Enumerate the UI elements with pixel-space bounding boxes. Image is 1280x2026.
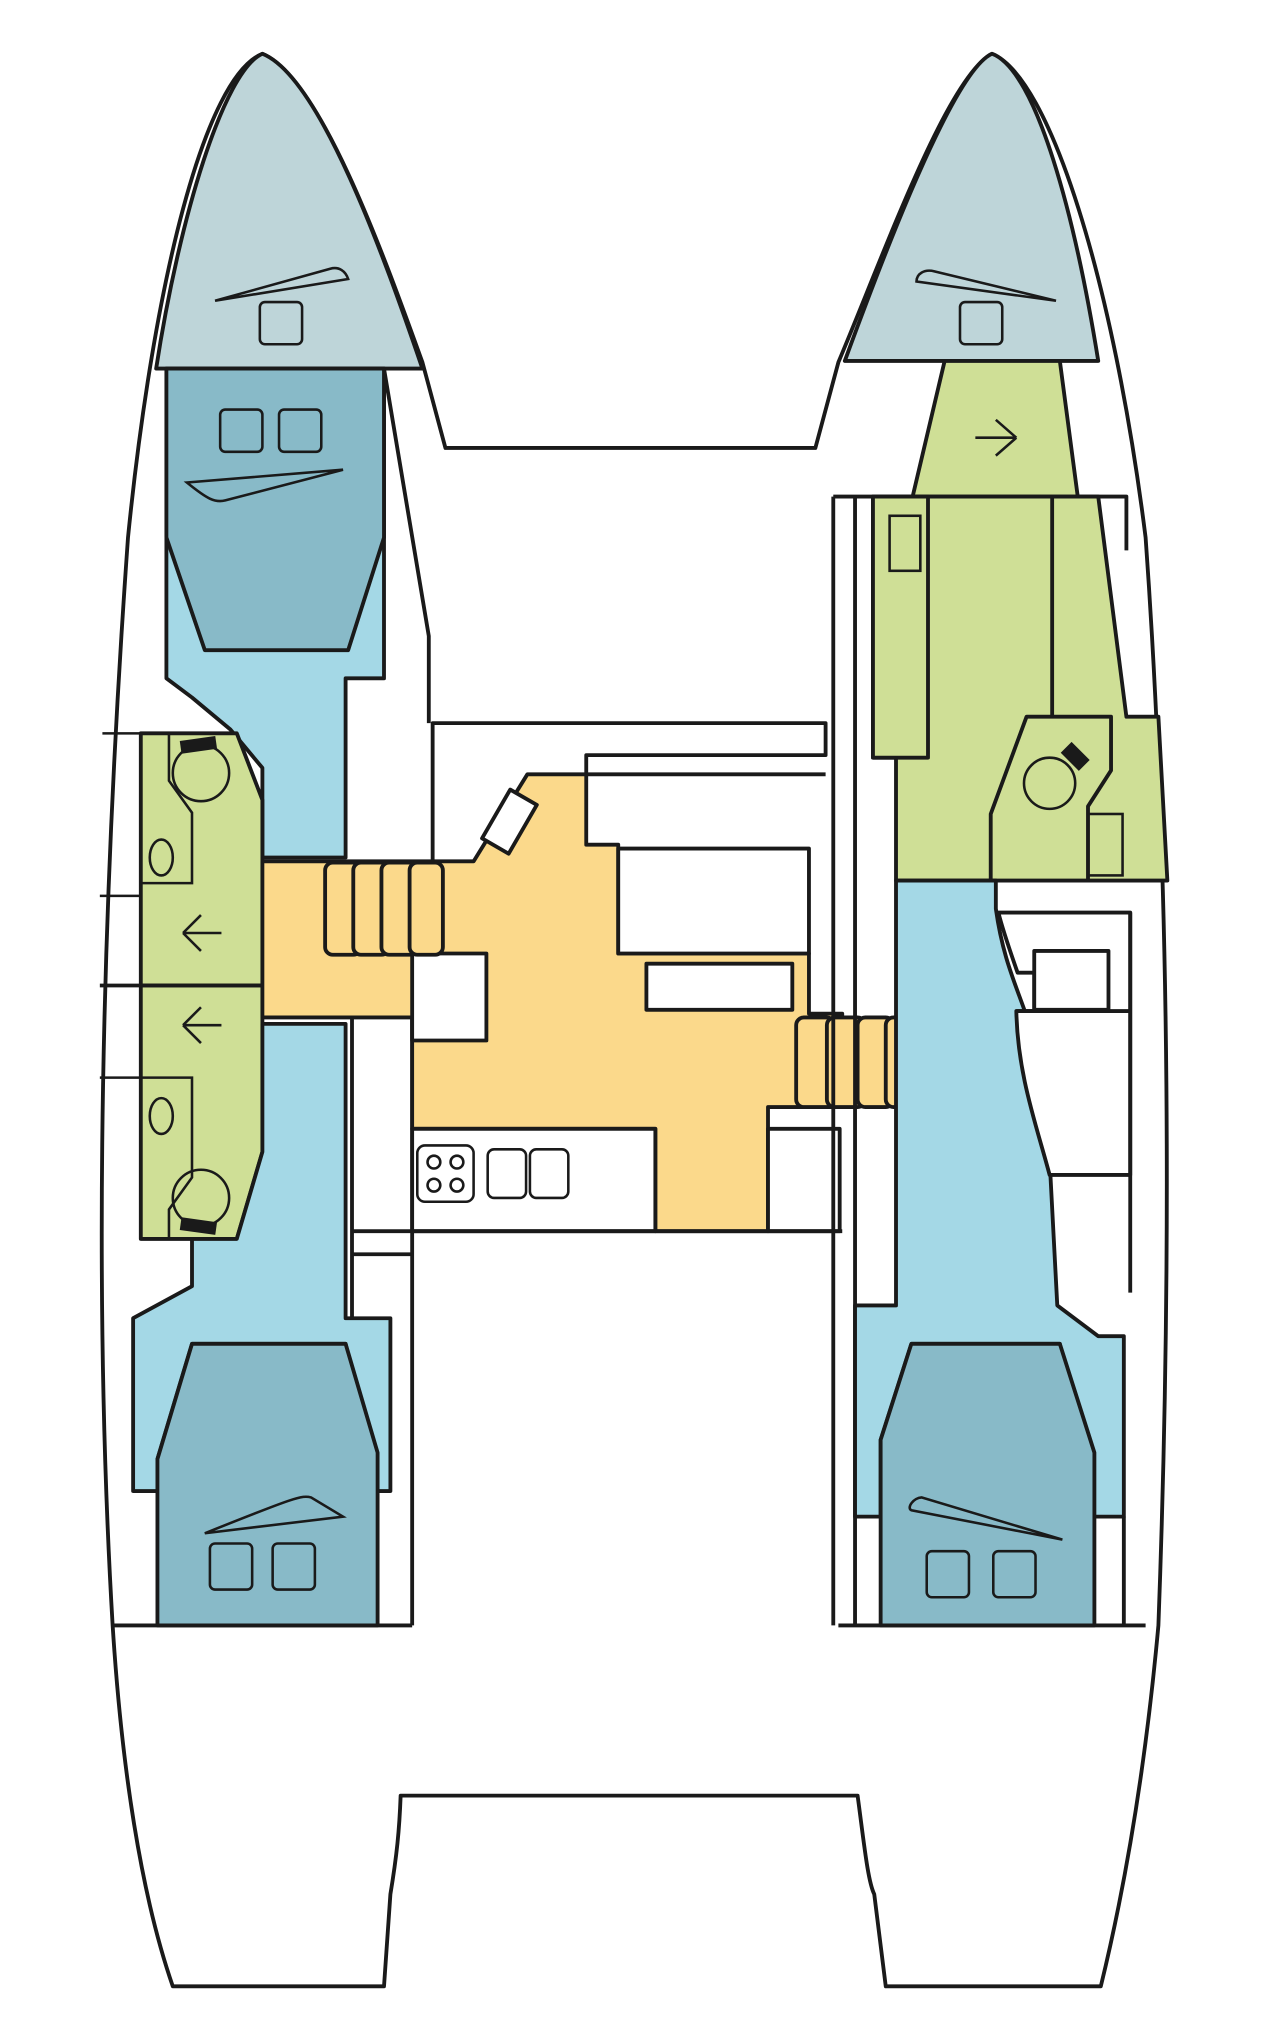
sink-left-icon [486,1148,528,1200]
starboard-aft-hatch-icon [908,1496,1063,1541]
port-heads-upper [138,731,265,988]
port-forward-berth [164,366,386,653]
galley-counter-right [766,1126,842,1234]
starboard-shower-tray-icon [1086,812,1124,877]
starboard-vanity [871,494,930,760]
port-sink-lower-icon [148,1096,175,1136]
port-toilet-lower-tank-icon [179,1217,218,1235]
starboard-aft-pillow-left [925,1549,971,1599]
saloon-table [644,961,795,1012]
arrow-starboard-icon [975,418,1018,457]
port-sink-upper-icon [148,838,175,877]
starboard-utility-box [1032,949,1111,1012]
starboard-toilet-icon [1022,756,1077,811]
saloon-sofa [616,846,811,956]
port-forward-hatch-icon [183,468,344,503]
port-inner-wall [382,368,431,724]
starboard-bow-peak [842,51,1101,363]
starboard-toilet-tank-icon [1060,741,1090,771]
arrow-port-upper-icon [182,914,222,952]
port-stairs [323,860,445,957]
port-cubby-lines [99,732,141,1079]
stove-icon [416,1144,475,1204]
starboard-bow-locker-icon [958,300,1004,346]
starboard-aft-pillow-right [992,1549,1037,1599]
port-bow-peak [154,51,425,371]
port-forward-pillow-right [277,408,323,454]
port-toilet-upper-tank-icon [179,736,218,754]
starboard-bow-hatch-icon [915,269,1057,303]
port-aft-hatch-icon [204,1495,347,1535]
arrow-port-lower-icon [182,1006,222,1044]
port-bow-hatch-icon [214,266,350,303]
port-aft-pillow-right [271,1542,317,1591]
saloon-upper-wall [430,721,828,862]
port-shower-upper [139,733,194,885]
port-forward-pillow-left [218,408,264,454]
saloon-bench-left [410,951,489,1043]
nav-station-seat [480,787,539,856]
port-shower-lower [139,1076,194,1239]
port-heads-lower [138,983,265,1241]
port-aft-pillow-left [208,1542,254,1591]
starboard-outer-wall [1121,912,1133,1626]
sink-right-icon [528,1148,570,1200]
starboard-aft-berth [878,1341,1097,1628]
starboard-vanity-sink-icon [888,514,922,573]
port-aft-berth [155,1341,380,1628]
port-bow-locker-icon [258,300,304,346]
